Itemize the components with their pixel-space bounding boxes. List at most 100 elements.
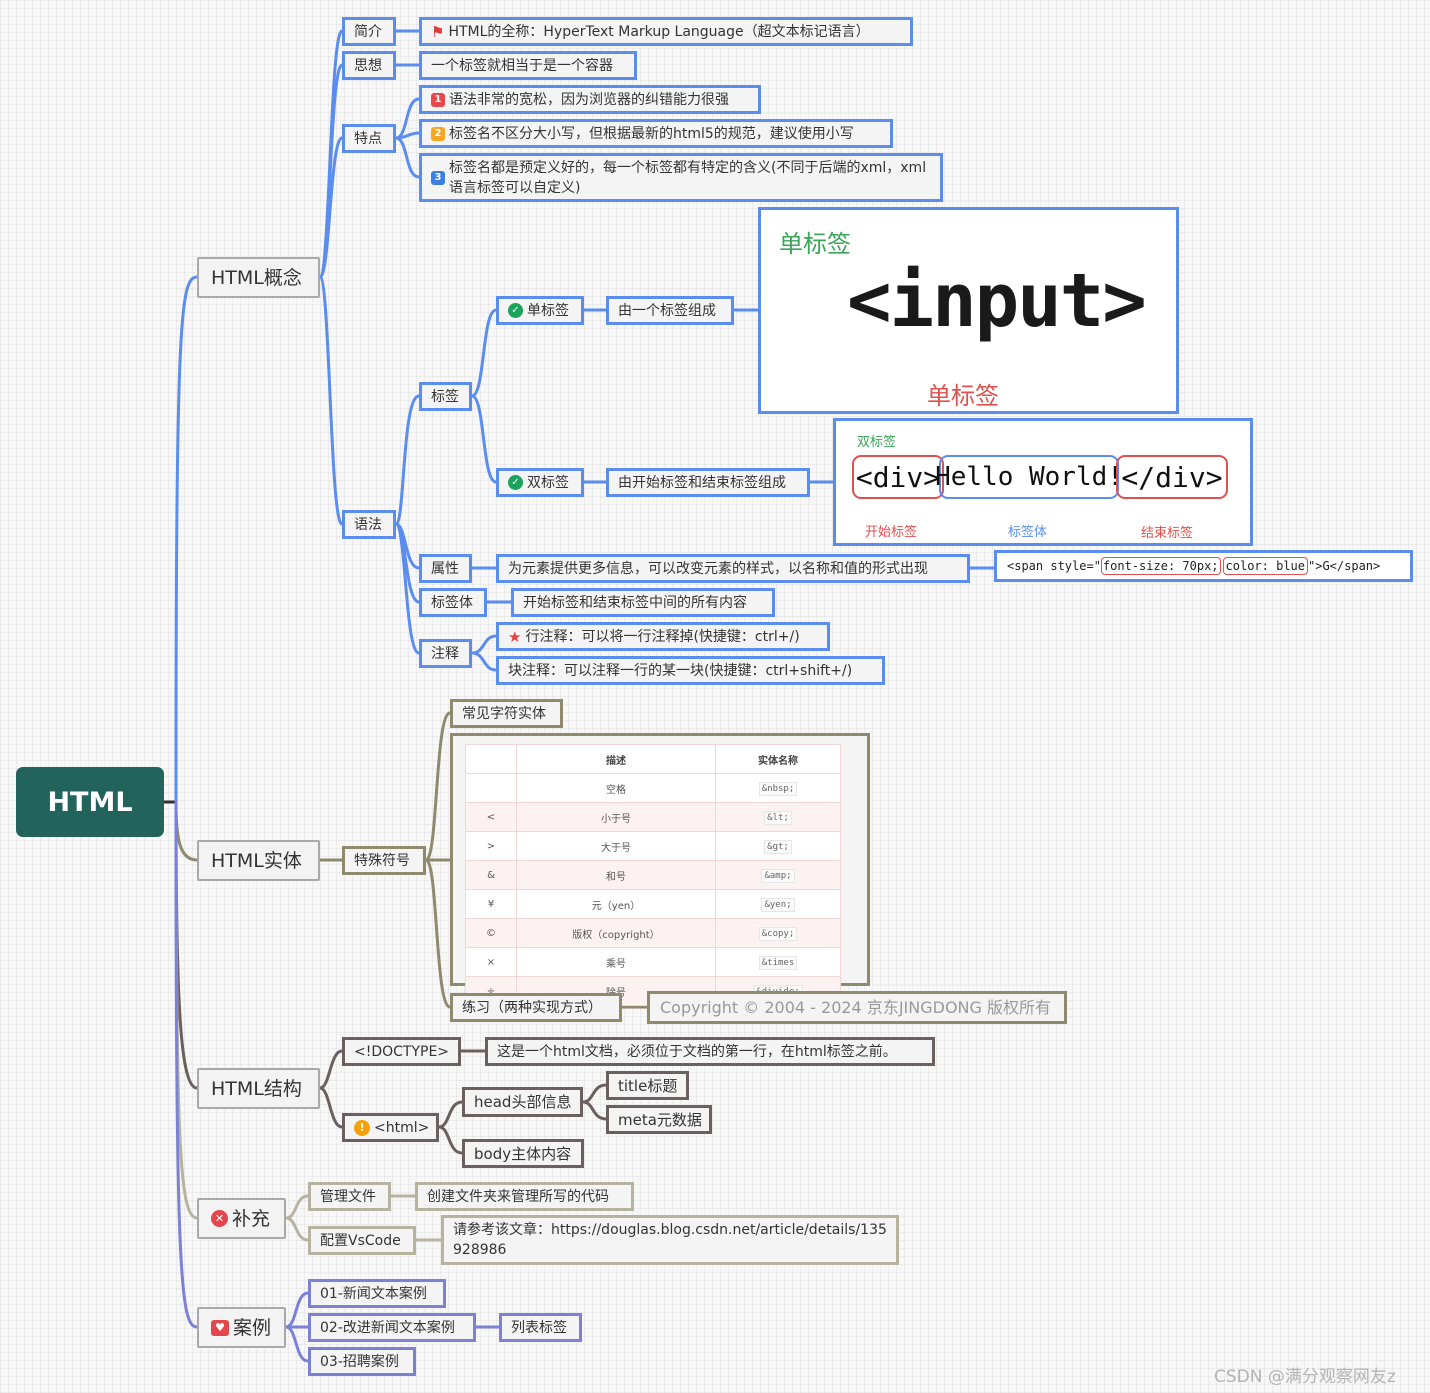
image-single-tag: 单标签 <input> 单标签 bbox=[758, 207, 1179, 414]
table-cell: &nbsp; bbox=[715, 773, 841, 803]
entity-table: 描述 实体名称 空格&nbsp; <小于号&lt; >大于号&gt; &和号&a… bbox=[465, 744, 841, 1006]
heart-icon: ♥ bbox=[211, 1319, 229, 1336]
table-cell: ¥ bbox=[465, 889, 517, 919]
number-1-icon: 1 bbox=[431, 92, 445, 107]
close-circle-icon: ✕ bbox=[211, 1210, 228, 1227]
single-img-caption: 单标签 bbox=[927, 382, 999, 410]
node-manage-files[interactable]: 管理文件 bbox=[308, 1182, 391, 1211]
node-practice-result[interactable]: Copyright © 2004 - 2024 京东JINGDONG 版权所有 bbox=[647, 991, 1067, 1024]
star-icon: ★ bbox=[508, 627, 522, 646]
check-circle-icon: ✓ bbox=[508, 475, 523, 490]
node-special-symbols[interactable]: 特殊符号 bbox=[342, 846, 426, 875]
node-idea-text[interactable]: 一个标签就相当于是一个容器 bbox=[419, 51, 637, 80]
table-cell bbox=[465, 773, 517, 803]
node-single-tag-desc[interactable]: 由一个标签组成 bbox=[606, 296, 734, 325]
single-img-title: 单标签 bbox=[779, 230, 851, 258]
table-row: ¥元（yen） &yen; bbox=[465, 889, 841, 919]
number-2-icon: 2 bbox=[431, 126, 445, 141]
node-case-2[interactable]: 02-改进新闻文本案例 bbox=[308, 1313, 476, 1342]
attr-img-pre: <span style=" bbox=[1007, 559, 1101, 573]
node-body[interactable]: body主体内容 bbox=[462, 1139, 584, 1168]
node-tag-body[interactable]: 标签体 bbox=[419, 588, 487, 617]
attr-img-post: ">G</span> bbox=[1308, 559, 1381, 573]
node-intro[interactable]: 简介 bbox=[342, 17, 396, 46]
attr-img-seg1: font-size: 70px; bbox=[1100, 557, 1221, 575]
node-doctype-desc[interactable]: 这是一个html文档，必须位于文档的第一行，在html标签之前。 bbox=[485, 1037, 935, 1066]
node-idea[interactable]: 思想 bbox=[342, 51, 396, 80]
table-cell: > bbox=[465, 831, 517, 861]
intro-text: HTML的全称：HyperText Markup Language（超文本标记语… bbox=[448, 23, 870, 40]
node-html-entity[interactable]: HTML实体 bbox=[197, 840, 320, 881]
node-intro-text[interactable]: ⚑HTML的全称：HyperText Markup Language（超文本标记… bbox=[419, 17, 913, 46]
line-comment-text: 行注释：可以将一行注释掉(快捷键：ctrl+/) bbox=[525, 628, 800, 645]
node-syntax[interactable]: 语法 bbox=[342, 510, 396, 539]
double-img-title: 双标签 bbox=[857, 435, 897, 450]
supplement-label: 补充 bbox=[232, 1207, 271, 1230]
node-features[interactable]: 特点 bbox=[342, 124, 396, 153]
table-cell: & bbox=[465, 860, 517, 890]
table-header-row: 描述 实体名称 bbox=[465, 744, 841, 774]
table-cell: &copy; bbox=[715, 918, 841, 948]
image-double-tag: 双标签 <div> Hello World! </div> 开始标签 标签体 结… bbox=[833, 418, 1253, 546]
node-tag[interactable]: 标签 bbox=[419, 382, 472, 411]
table-cell: © bbox=[465, 918, 517, 948]
node-double-tag-desc[interactable]: 由开始标签和结束标签组成 bbox=[606, 468, 810, 497]
double-img-open: <div> bbox=[852, 455, 944, 499]
double-img-body-label: 标签体 bbox=[1008, 525, 1048, 540]
node-manage-desc[interactable]: 创建文件夹来管理所写的代码 bbox=[415, 1182, 634, 1211]
node-case-1[interactable]: 01-新闻文本案例 bbox=[308, 1279, 446, 1308]
node-html-structure[interactable]: HTML结构 bbox=[197, 1068, 320, 1109]
table-cell: 和号 bbox=[516, 860, 716, 890]
feature-3-text: 标签名都是预定义好的，每一个标签都有特定的含义(不同于后端的xml，xml语言标… bbox=[449, 159, 927, 196]
table-cell: &yen; bbox=[715, 889, 841, 919]
node-vscode-desc[interactable]: 请参考该文章：https://douglas.blog.csdn.net/art… bbox=[441, 1215, 899, 1265]
entity-table-image: 描述 实体名称 空格&nbsp; <小于号&lt; >大于号&gt; &和号&a… bbox=[450, 733, 870, 1006]
table-header: 实体名称 bbox=[715, 744, 841, 774]
node-common-entities[interactable]: 常见字符实体 bbox=[450, 699, 563, 728]
table-cell: × bbox=[465, 947, 517, 977]
node-practice[interactable]: 练习（两种实现方式） bbox=[450, 993, 622, 1022]
table-cell: 元（yen） bbox=[516, 889, 716, 919]
node-line-comment[interactable]: ★行注释：可以将一行注释掉(快捷键：ctrl+/) bbox=[496, 622, 830, 651]
table-row: <小于号&lt; bbox=[465, 802, 841, 832]
table-row: ×乘号&times bbox=[465, 947, 841, 977]
node-cases[interactable]: ♥案例 bbox=[197, 1307, 286, 1348]
node-double-tag[interactable]: ✓双标签 bbox=[496, 468, 584, 497]
node-head[interactable]: head头部信息 bbox=[462, 1087, 583, 1117]
node-html-concept[interactable]: HTML概念 bbox=[197, 257, 320, 298]
entity-code: &times bbox=[758, 955, 798, 970]
double-img-close-label: 结束标签 bbox=[1141, 526, 1194, 541]
node-attr[interactable]: 属性 bbox=[419, 554, 472, 583]
node-doctype[interactable]: <!DOCTYPE> bbox=[342, 1037, 461, 1066]
node-block-comment[interactable]: 块注释：可以注释一行的某一块(快捷键：ctrl+shift+/) bbox=[496, 656, 885, 685]
node-attr-desc[interactable]: 为元素提供更多信息，可以改变元素的样式，以名称和值的形式出现 bbox=[496, 554, 970, 583]
node-meta[interactable]: meta元数据 bbox=[606, 1105, 712, 1134]
cases-label: 案例 bbox=[233, 1316, 272, 1339]
node-config-vscode[interactable]: 配置VsCode bbox=[308, 1226, 416, 1255]
feature-2-text: 标签名不区分大小写，但根据最新的html5的规范，建议使用小写 bbox=[449, 125, 854, 142]
node-supplement[interactable]: ✕补充 bbox=[197, 1198, 286, 1239]
number-3-icon: 3 bbox=[431, 170, 445, 185]
html-tag-label: <html> bbox=[374, 1119, 430, 1136]
node-list-tag[interactable]: 列表标签 bbox=[499, 1313, 582, 1342]
table-row: &和号&amp; bbox=[465, 860, 841, 890]
node-comment[interactable]: 注释 bbox=[419, 639, 472, 668]
node-feature-2[interactable]: 2 标签名不区分大小写，但根据最新的html5的规范，建议使用小写 bbox=[419, 119, 893, 148]
node-single-tag[interactable]: ✓单标签 bbox=[496, 296, 584, 325]
node-feature-3[interactable]: 3 标签名都是预定义好的，每一个标签都有特定的含义(不同于后端的xml，xml语言… bbox=[419, 153, 943, 202]
image-attr-example: <span style="font-size: 70px;color: blue… bbox=[994, 550, 1413, 582]
node-html-tag[interactable]: !<html> bbox=[342, 1113, 439, 1142]
node-tag-body-desc[interactable]: 开始标签和结束标签中间的所有内容 bbox=[511, 588, 775, 617]
table-row: >大于号&gt; bbox=[465, 831, 841, 861]
single-img-code: <input> bbox=[847, 258, 1147, 344]
node-case-3[interactable]: 03-招聘案例 bbox=[308, 1347, 416, 1376]
node-title[interactable]: title标题 bbox=[606, 1071, 689, 1100]
table-cell: 空格 bbox=[516, 773, 716, 803]
table-header: 描述 bbox=[516, 744, 716, 774]
table-cell: 版权（copyright） bbox=[516, 918, 716, 948]
root-node[interactable]: HTML bbox=[16, 767, 164, 837]
vscode-desc-text: 请参考该文章：https://douglas.blog.csdn.net/art… bbox=[453, 1222, 887, 1258]
entity-code: &yen; bbox=[761, 897, 795, 912]
table-cell: 大于号 bbox=[516, 831, 716, 861]
